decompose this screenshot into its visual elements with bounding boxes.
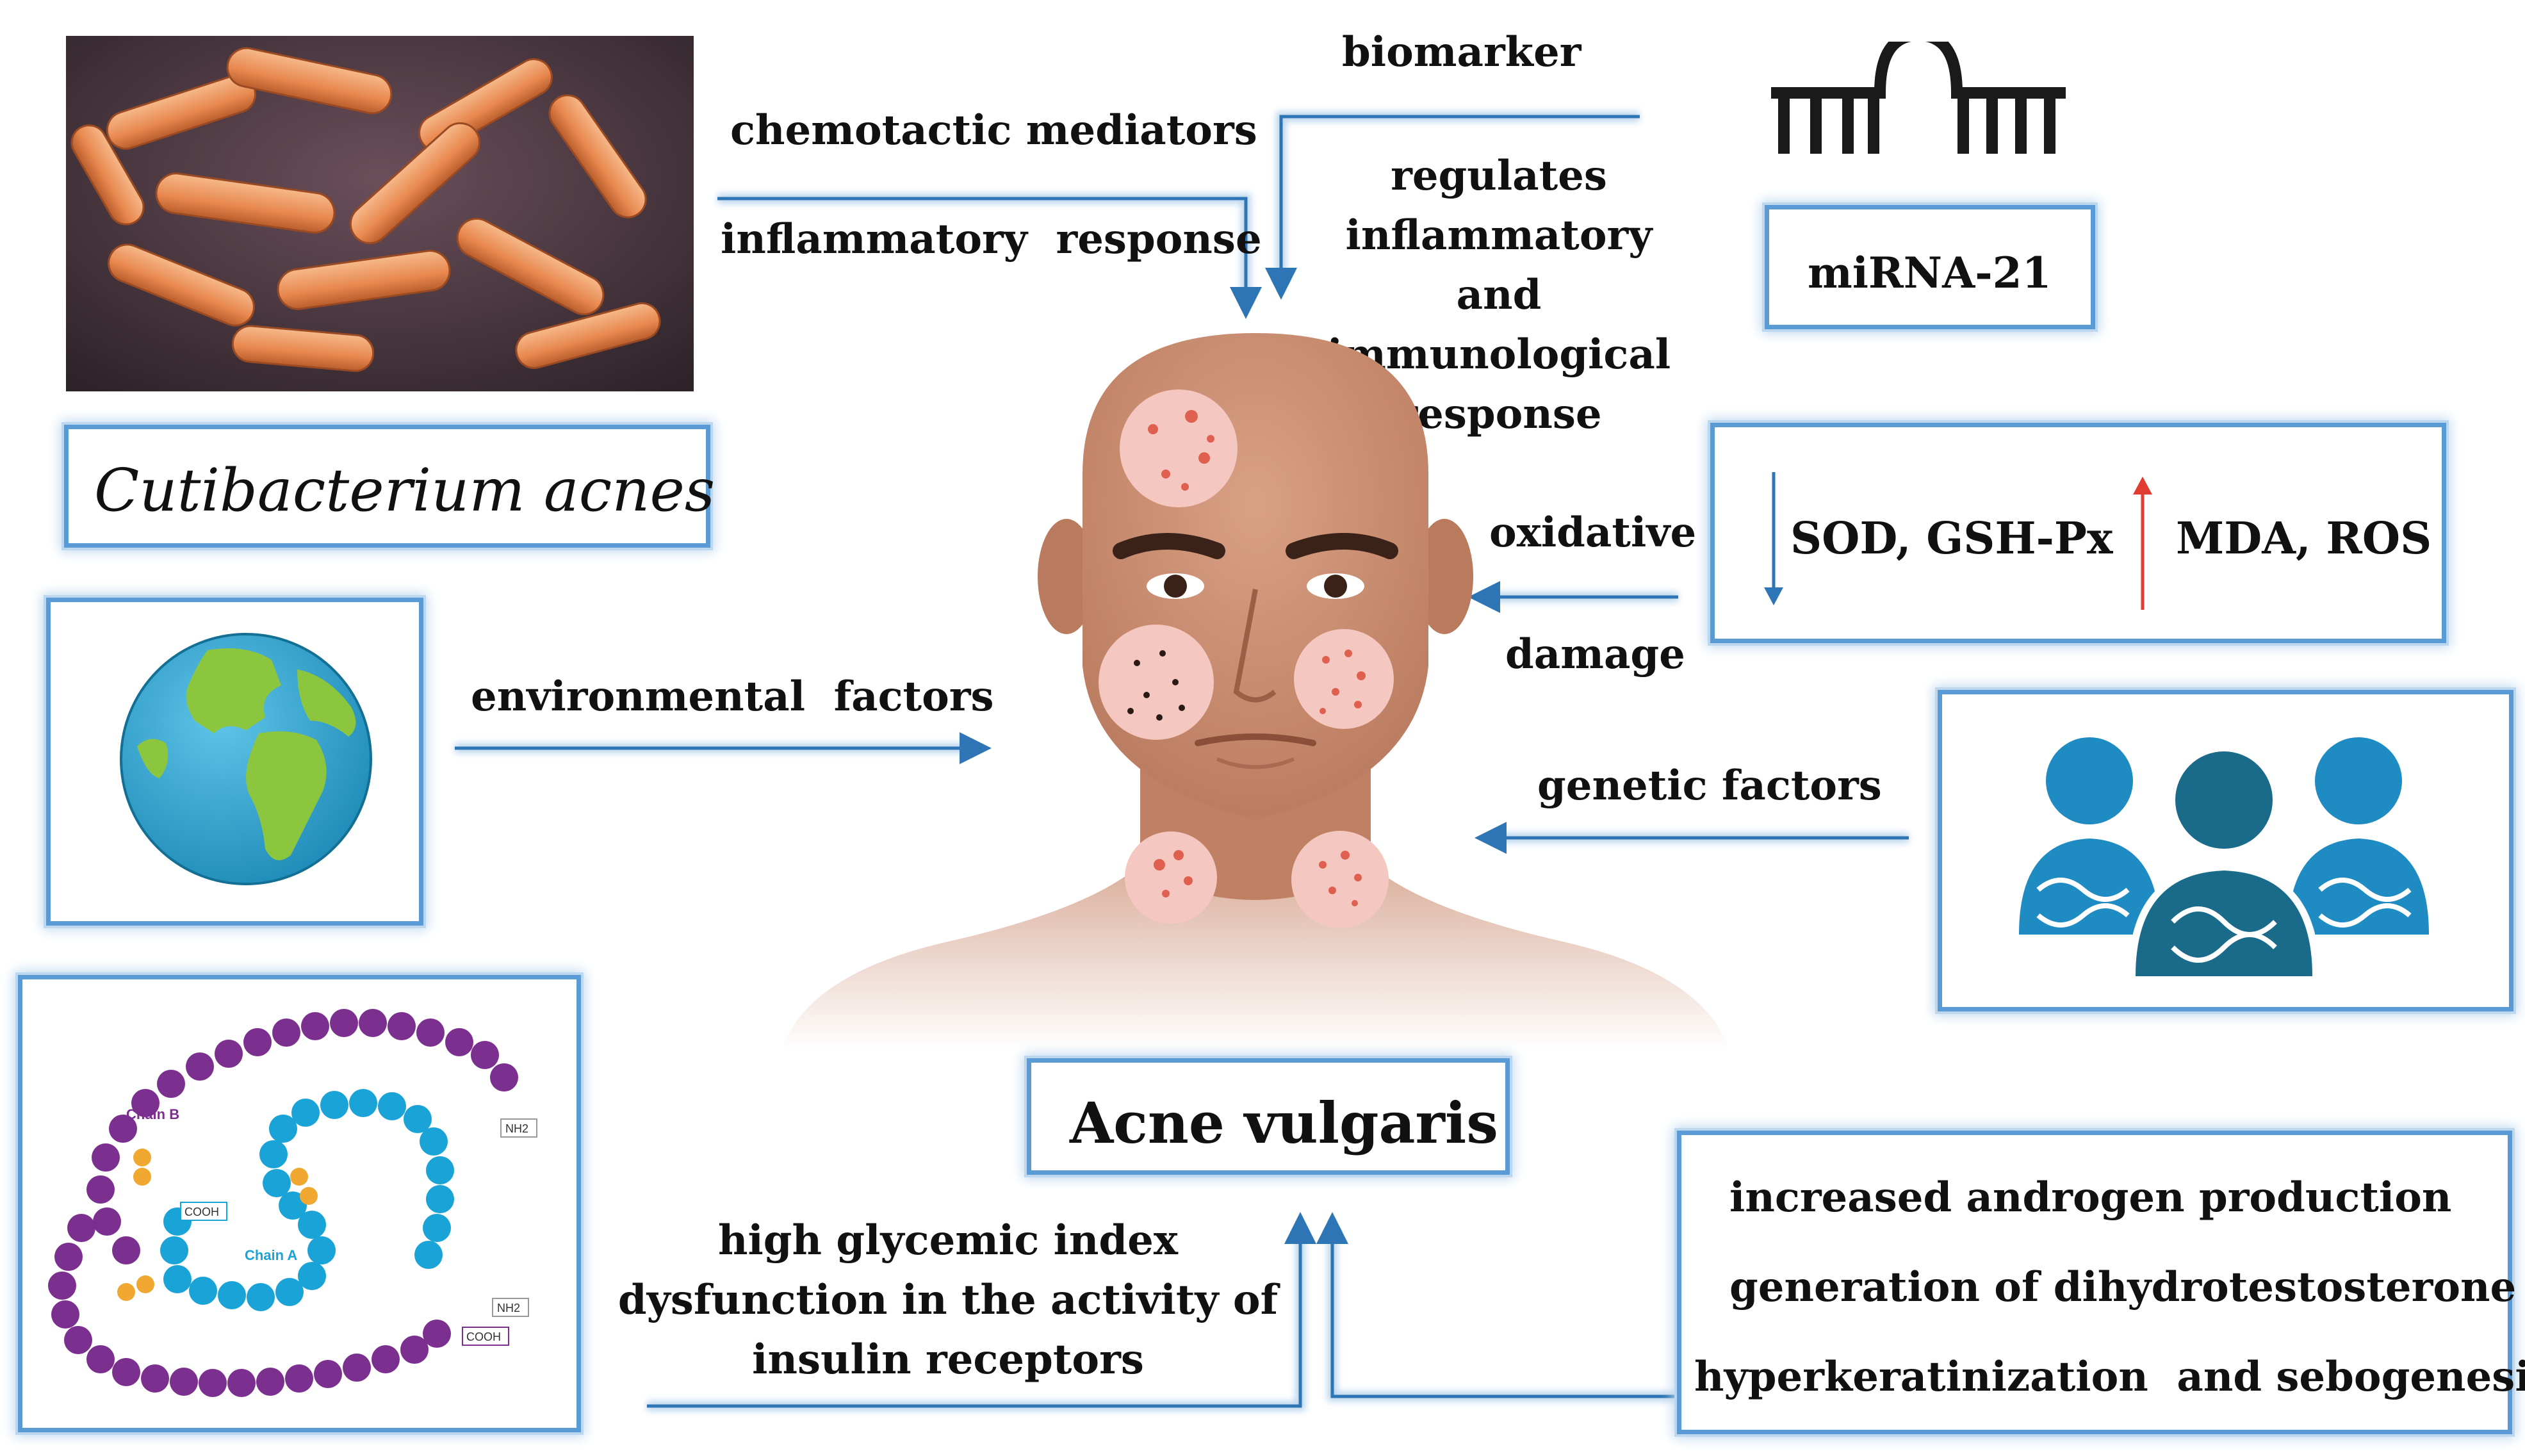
people-dna-icon [2019, 737, 2429, 979]
cooh-label-b: COOH [466, 1330, 501, 1343]
hormone-line-2: generation of dihydrotestosterone [1729, 1263, 2517, 1311]
regulates-line-1: regulates [1391, 152, 1607, 200]
arrow-mirna-to-face [1265, 115, 1640, 300]
arrow-hormone-to-face [1316, 1212, 1678, 1398]
chain-b-label: Chain B [126, 1106, 179, 1122]
label-biomarker: biomarker [1342, 28, 1581, 76]
mirna-label: miRNA-21 [1808, 248, 2052, 298]
genetic-box [1938, 690, 2513, 1011]
arrow-bacteria-to-face [717, 197, 1262, 319]
acne-lesion-neck-right [1291, 831, 1389, 928]
bacteria-image [66, 36, 694, 391]
down-arrow-icon [1764, 472, 1783, 605]
acne-lesion-left-cheek [1099, 625, 1214, 740]
label-environmental: environmental factors [471, 673, 994, 721]
glycemic-block: high glycemic index dysfunction in the a… [615, 1211, 1281, 1389]
acne-lesion-forehead [1120, 389, 1238, 507]
hormone-line-3: hyperkeratinization and sebogenesis [1694, 1353, 2525, 1401]
insulin-structure: Chain B Chain A COOH NH2 NH2 COOH [48, 1009, 537, 1397]
glycemic-line-1: high glycemic index [717, 1216, 1179, 1264]
regulates-line-3: and [1456, 271, 1542, 319]
bacterium-label: Cutibacterium acnes [94, 456, 715, 525]
label-chemotactic: chemotactic mediators [730, 106, 1257, 154]
label-damage: damage [1505, 630, 1685, 678]
chain-b-beads [48, 1009, 518, 1397]
chain-a-label: Chain A [245, 1247, 297, 1263]
oxidative-box: SOD, GSH-Px MDA, ROS [1710, 423, 2446, 643]
glycemic-line-2: dysfunction in the activity of [617, 1276, 1279, 1324]
up-arrow-icon [2133, 477, 2152, 610]
nh2-label-a: NH2 [497, 1302, 520, 1314]
label-genetic: genetic factors [1537, 762, 1882, 810]
glycemic-line-3: insulin receptors [752, 1336, 1144, 1384]
regulates-line-5: response [1396, 390, 1602, 438]
cooh-label-a: COOH [184, 1206, 219, 1218]
nh2-label-b: NH2 [505, 1122, 528, 1135]
enzymes-up-label: MDA, ROS [2176, 513, 2432, 564]
mirna-box: miRNA-21 [1765, 205, 2095, 329]
face-illustration [781, 333, 1729, 1051]
globe-icon [120, 633, 372, 885]
arrow-glycemic-to-face [647, 1212, 1316, 1408]
chain-a-beads [160, 1089, 454, 1311]
regulates-line-2: inflammatory [1345, 211, 1653, 259]
mirna-icon [1771, 42, 2066, 154]
hormone-box: increased androgen production generation… [1677, 1131, 2525, 1434]
title-box: Acne vulgaris [1027, 1058, 1510, 1175]
label-inflammatory-response: inflammatory response [721, 215, 1262, 263]
enzymes-down-label: SOD, GSH-Px [1790, 513, 2113, 564]
label-oxidative: oxidative [1489, 509, 1697, 557]
hormone-line-1: increased androgen production [1729, 1174, 2452, 1222]
insulin-box: Chain B Chain A COOH NH2 NH2 COOH [18, 975, 581, 1432]
title-label: Acne vulgaris [1070, 1090, 1498, 1156]
globe-box [46, 598, 423, 926]
acne-lesion-right-cheek [1294, 629, 1394, 729]
bacterium-box: Cutibacterium acnes [64, 425, 715, 548]
acne-lesion-neck-left [1125, 831, 1217, 924]
